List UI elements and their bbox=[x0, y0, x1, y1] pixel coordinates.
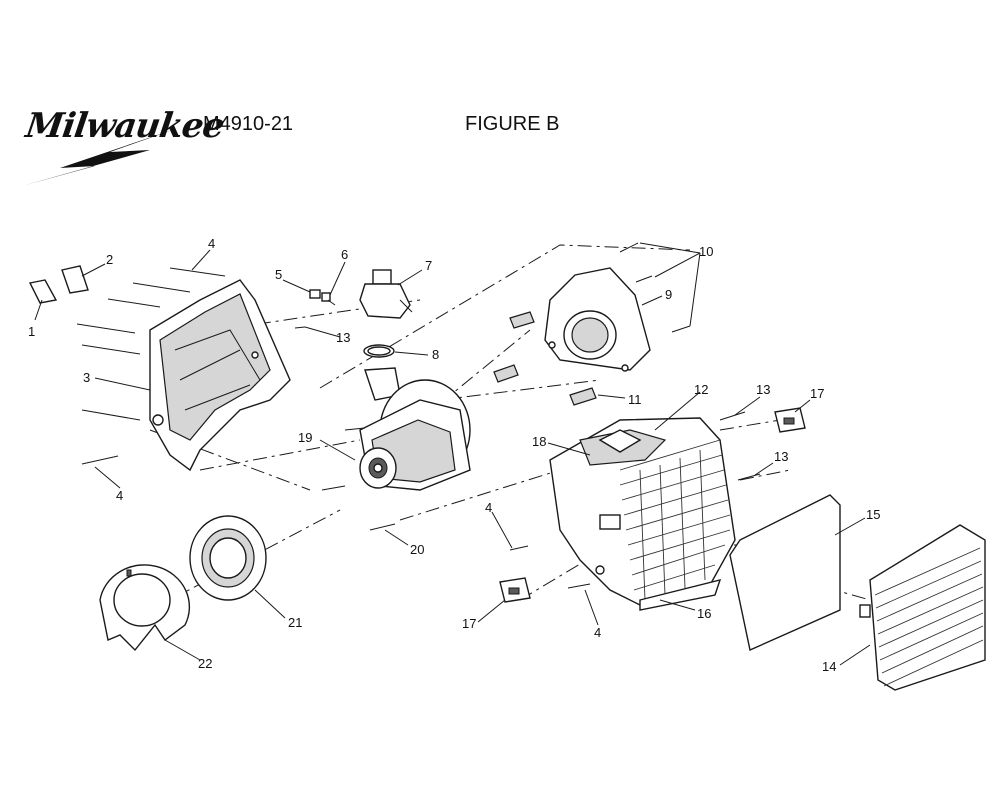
callout-1: 1 bbox=[28, 324, 35, 339]
callout-15: 15 bbox=[866, 507, 880, 522]
part-11-brushes bbox=[493, 311, 597, 406]
callout-6: 6 bbox=[341, 247, 348, 262]
part-21-shroud bbox=[189, 515, 267, 601]
callout-9: 9 bbox=[665, 287, 672, 302]
figure-title: FIGURE B bbox=[465, 113, 560, 135]
callout-16: 16 bbox=[697, 606, 711, 621]
callout-20: 20 bbox=[410, 542, 424, 557]
part-7-fitting bbox=[359, 269, 413, 319]
logo-lightning bbox=[22, 128, 178, 186]
part-14-grille bbox=[859, 524, 986, 691]
callout-4a: 4 bbox=[208, 236, 215, 251]
part-1-label bbox=[28, 279, 58, 304]
screws-left bbox=[76, 267, 226, 465]
part-17-latches bbox=[499, 407, 806, 603]
callout-13c: 13 bbox=[774, 449, 788, 464]
part-22-gasket bbox=[99, 564, 191, 652]
callout-12: 12 bbox=[694, 382, 708, 397]
callout-17b: 17 bbox=[462, 616, 476, 631]
callout-7: 7 bbox=[425, 258, 432, 273]
part-8-oring bbox=[363, 344, 395, 358]
callout-8: 8 bbox=[432, 347, 439, 362]
callout-18: 18 bbox=[532, 434, 546, 449]
callout-4d: 4 bbox=[594, 625, 601, 640]
callout-4b: 4 bbox=[116, 488, 123, 503]
leader-lines bbox=[34, 242, 871, 666]
callout-19: 19 bbox=[298, 430, 312, 445]
part-10-screws bbox=[619, 242, 691, 333]
callout-21: 21 bbox=[288, 615, 302, 630]
part-15-filter-pad bbox=[729, 494, 841, 651]
part-3-housing bbox=[149, 279, 291, 472]
callout-13a: 13 bbox=[336, 330, 350, 345]
callout-11: 11 bbox=[628, 392, 642, 407]
part-18-filter-housing bbox=[549, 417, 736, 611]
part-20-screw bbox=[369, 523, 396, 531]
screws-right bbox=[509, 411, 761, 589]
callout-17a: 17 bbox=[810, 386, 824, 401]
part-9-fan-cover bbox=[544, 267, 651, 372]
callout-14: 14 bbox=[822, 659, 836, 674]
model-number: M4910-21 bbox=[203, 113, 294, 135]
part-19-motor bbox=[321, 367, 471, 491]
part-2-label bbox=[61, 265, 89, 294]
callout-13b: 13 bbox=[756, 382, 770, 397]
callout-2: 2 bbox=[106, 252, 113, 267]
callout-labels: 1 2 3 4 4 4 4 5 6 7 8 9 10 11 12 13 13 1… bbox=[28, 236, 880, 674]
callout-10: 10 bbox=[699, 244, 713, 259]
callout-5: 5 bbox=[275, 267, 282, 282]
callout-4c: 4 bbox=[485, 500, 492, 515]
callout-3: 3 bbox=[83, 370, 90, 385]
part-5-6-clip bbox=[294, 289, 336, 329]
callout-22: 22 bbox=[198, 656, 212, 671]
